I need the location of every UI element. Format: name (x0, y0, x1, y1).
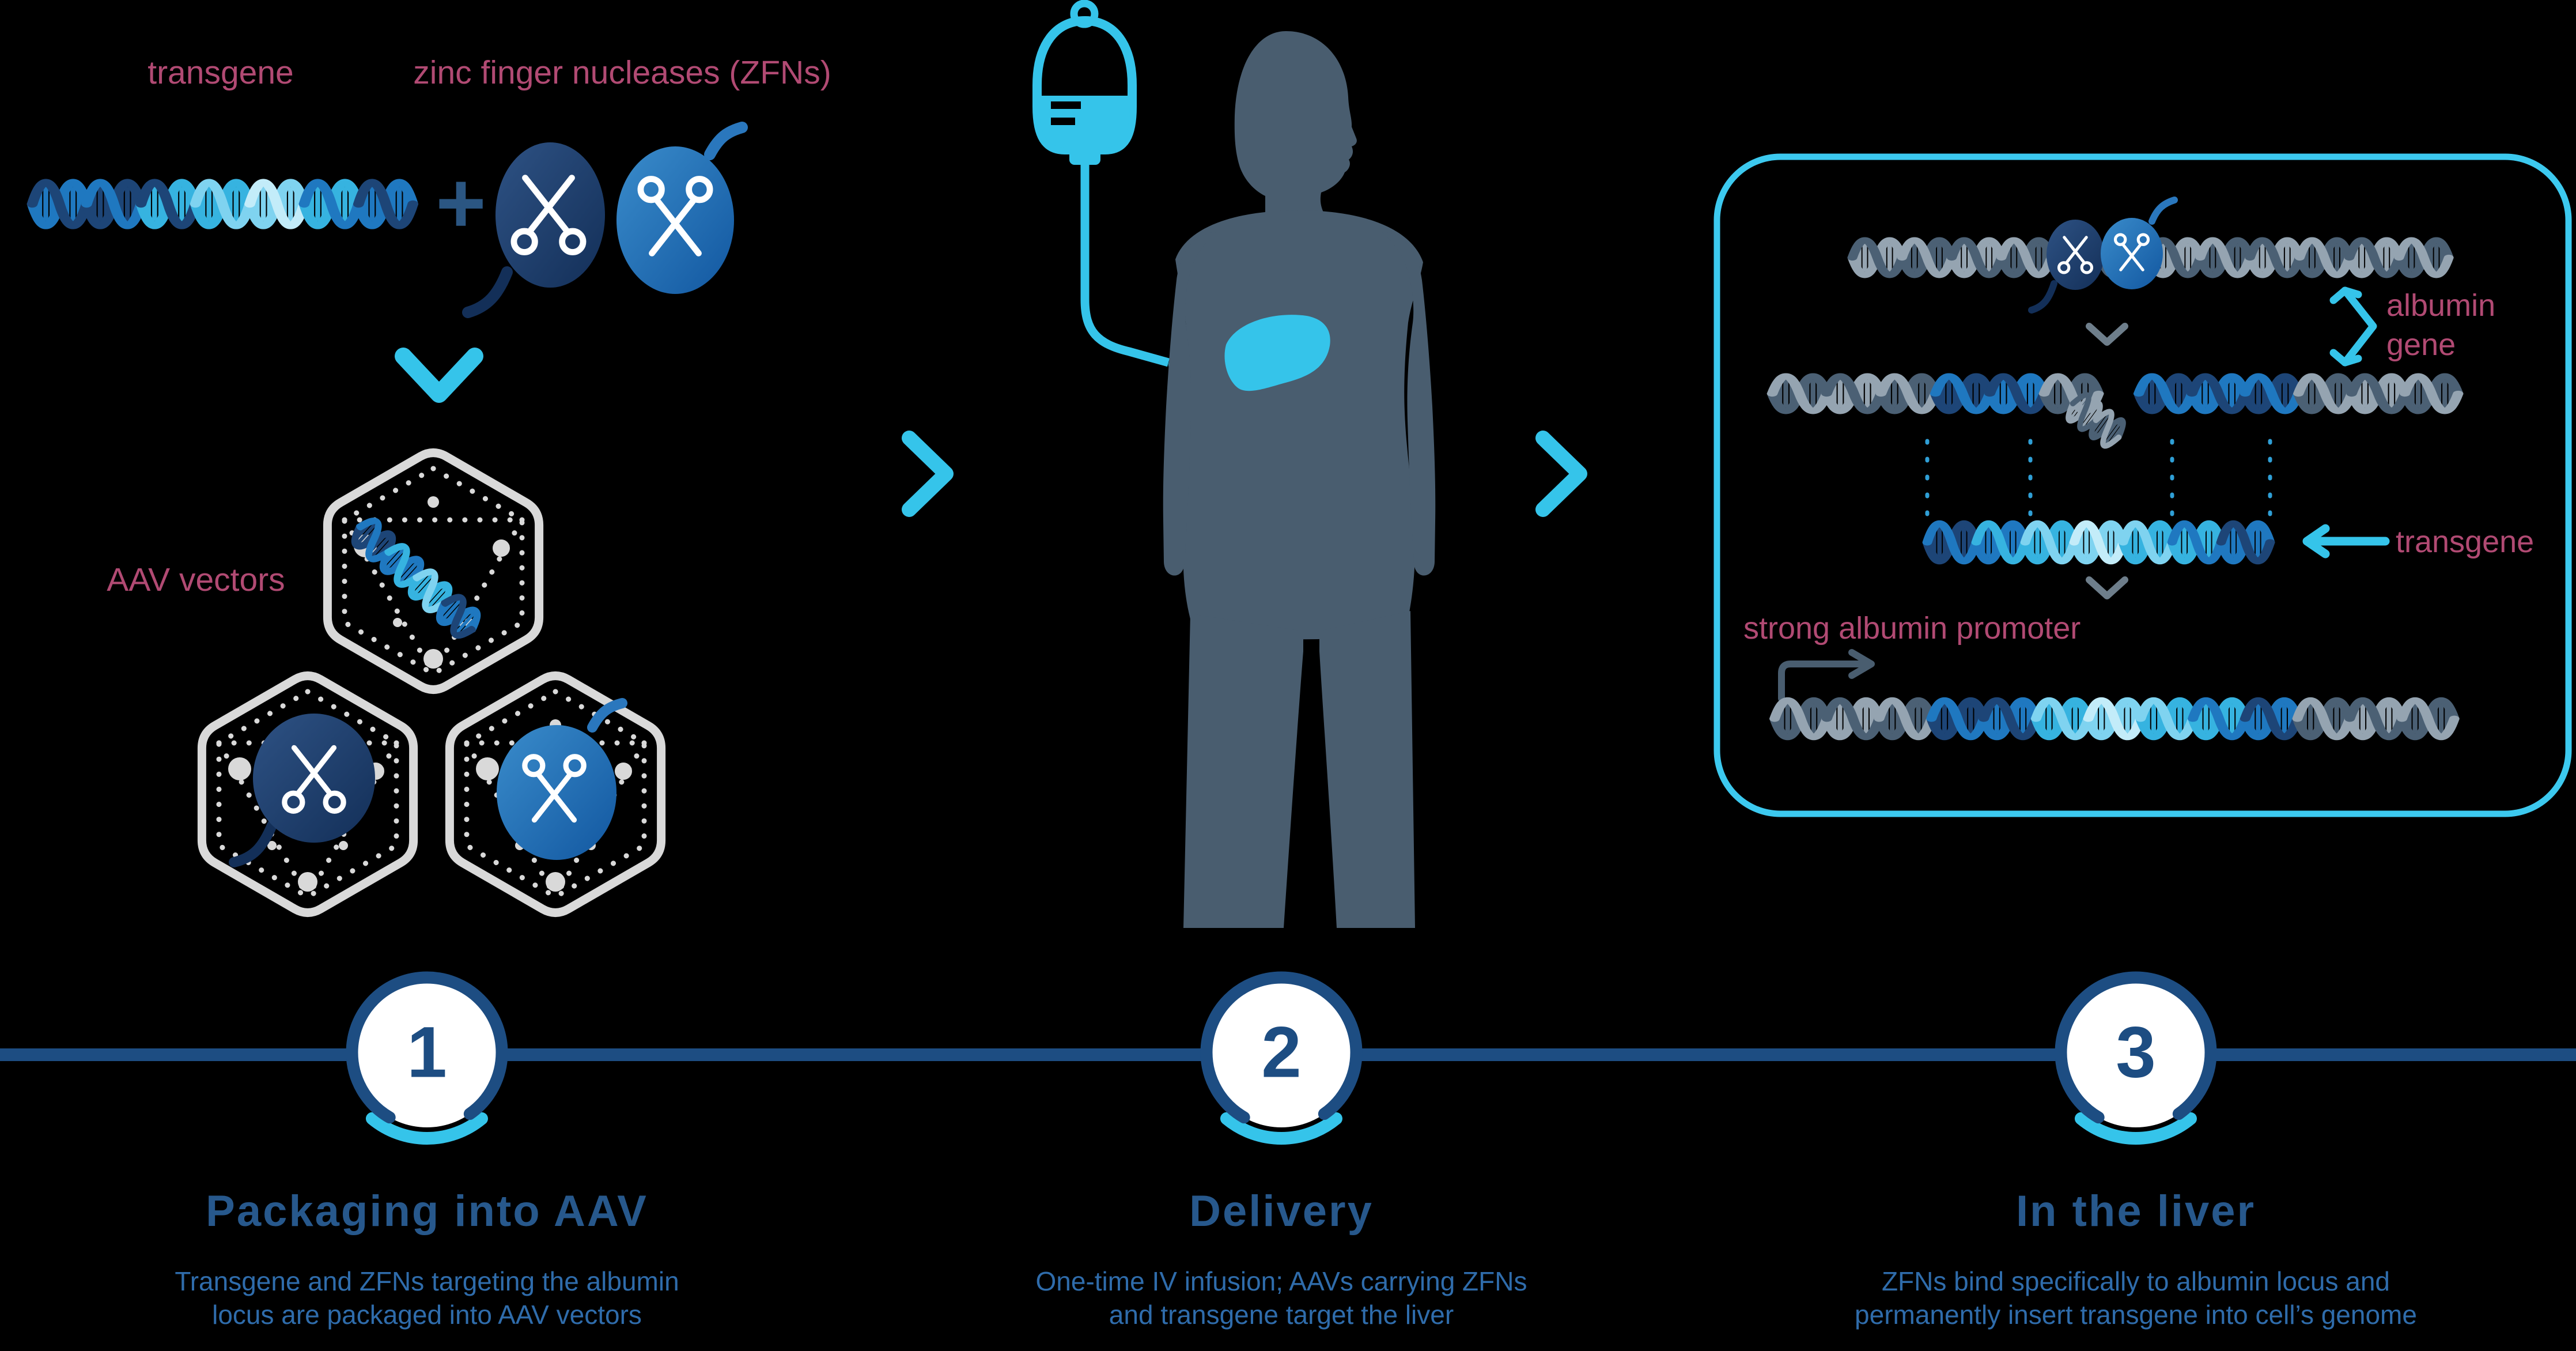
cut-locus-right-helix (2139, 376, 2458, 412)
zfn-pair-illustration (462, 122, 748, 318)
promoter-arrow-icon (1778, 649, 1875, 702)
zfn-blue-tail (704, 122, 748, 160)
body-left-leg (1183, 614, 1303, 928)
albumin-gene-label-line1: albumin (2386, 288, 2496, 323)
iv-scale-mark (1051, 118, 1075, 125)
iv-tube (1080, 165, 1170, 367)
aav-capsid-right (449, 676, 661, 913)
step-3-circle (2044, 960, 2228, 1145)
edited-locus-helix (1775, 700, 2454, 737)
liver-icon (1224, 315, 1330, 391)
body-torso (1175, 210, 1423, 640)
iv-bag (1032, 0, 1185, 373)
body-head (1234, 31, 1357, 221)
step-1-title: Packaging into AAV (206, 1187, 648, 1236)
zfn-blue-tail (587, 698, 627, 733)
step-1-circle (335, 960, 519, 1145)
iv-scale-mark (1051, 101, 1081, 109)
step-1-cyan-arc (335, 960, 519, 1145)
zfn-navy-blob (253, 714, 375, 843)
zfn-navy-blob (495, 142, 605, 288)
step-2-cyan-arc (1189, 960, 1374, 1145)
step-3-description: ZFNs bind specifically to albumin locus … (1855, 1266, 2417, 1330)
iv-port (1069, 149, 1100, 165)
promoter-label: strong albumin promoter (1743, 611, 2081, 646)
step-2-description: One-time IV infusion; AAVs carrying ZFNs… (1035, 1266, 1527, 1330)
zfn-navy-tail (2028, 280, 2057, 314)
step-3-title: In the liver (2015, 1187, 2256, 1236)
zfn-navy-blob (2047, 220, 2104, 290)
zfn-navy-tail (229, 820, 277, 867)
aav-capsid-left (202, 676, 413, 913)
aav-vectors-label: AAV vectors (107, 561, 285, 598)
human-body-silhouette (1163, 31, 1436, 928)
albumin-gene-label-line2: gene (2386, 327, 2456, 362)
step-2-title: Delivery (1189, 1187, 1374, 1236)
chevron-down-icon (395, 348, 483, 403)
aav-capsid-top (327, 453, 539, 690)
zfn-pair-bound (2028, 197, 2178, 314)
chevron-down-icon (2086, 323, 2128, 346)
zfn-label: zinc finger nucleases (ZFNs) (413, 54, 831, 91)
zfn-blue-tail (2148, 197, 2178, 225)
cut-locus-left-helix (1772, 376, 2098, 412)
step-2-number: 2 (1261, 1012, 1302, 1093)
transgene-pointer-arrow (2302, 524, 2390, 558)
body-left-arm (1163, 232, 1217, 576)
step-2-circle (1189, 960, 1374, 1145)
plus-sign: + (436, 154, 486, 251)
body-right-arm (1382, 232, 1436, 576)
liver-process-box (1713, 153, 2572, 817)
zfn-navy-tail (462, 266, 513, 318)
step-1-description: Transgene and ZFNs targeting the albumin… (175, 1266, 679, 1330)
step-3-cyan-arc (2044, 960, 2228, 1145)
step-3-number: 3 (2116, 1012, 2156, 1093)
flow-arrow-icon (902, 431, 954, 517)
transgene-insert-helix (1927, 523, 2270, 561)
transgene-label: transgene (147, 54, 294, 91)
transgene-dna-helix (32, 183, 413, 226)
flow-arrow-icon (1535, 431, 1587, 517)
body-right-leg (1319, 611, 1415, 928)
homology-dotted-lines (1925, 439, 2272, 530)
step-1-number: 1 (407, 1012, 447, 1093)
chevron-down-icon (2086, 576, 2128, 599)
albumin-gene-bracket (2329, 286, 2377, 367)
box-transgene-label: transgene (2396, 524, 2535, 559)
